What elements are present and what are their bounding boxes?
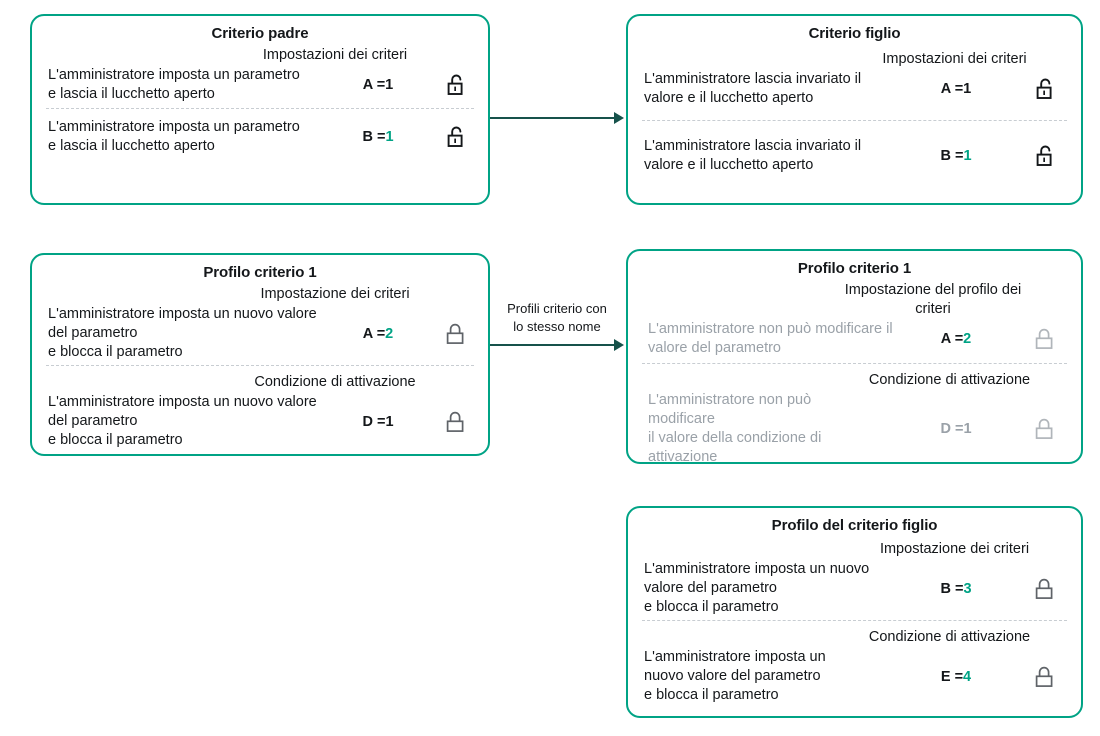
- box-rows: Impostazione dei criteri L'amministrator…: [628, 538, 1081, 705]
- section-label: Impostazioni dei criteri: [882, 51, 1027, 67]
- box-title: Criterio figlio: [808, 25, 901, 42]
- row-description: L'amministratore lascia invariato il val…: [644, 138, 862, 174]
- row-description: L'amministratore imposta un nuovo valore…: [644, 560, 870, 616]
- row-value-key: B =: [940, 148, 964, 165]
- row-value-number: 1: [385, 76, 394, 93]
- row-value: B =1: [901, 148, 1011, 164]
- row-description: L'amministratore imposta un parametro e …: [48, 66, 300, 102]
- row-value-number: 2: [963, 330, 972, 347]
- row-value: B =1: [330, 129, 426, 145]
- policy-row: Condizione di attivazione L'amministrato…: [32, 371, 488, 450]
- policy-row: Impostazioni dei criteri L'amministrator…: [32, 44, 488, 104]
- row-value: B =3: [901, 581, 1011, 597]
- connector-arrowhead: [614, 112, 624, 124]
- row-value-key: A =: [362, 325, 386, 342]
- box-title: Profilo criterio 1: [797, 260, 912, 277]
- section-label: Impostazione dei criteri: [879, 541, 1030, 557]
- section-label: Condizione di attivazione: [254, 374, 416, 391]
- connector-line: [490, 117, 616, 119]
- row-description: L'amministratore lascia invariato il val…: [644, 70, 862, 106]
- policy-row: L'amministratore lascia invariato il val…: [628, 137, 1081, 175]
- section-label: Impostazioni dei criteri: [262, 47, 408, 63]
- row-divider: [642, 362, 1067, 364]
- row-value-number: 4: [963, 668, 972, 685]
- row-value: A =1: [901, 81, 1011, 97]
- row-value-key: B =: [940, 580, 964, 597]
- row-value-number: 1: [385, 413, 394, 430]
- unlock-icon: [1011, 144, 1081, 168]
- connector-line: [490, 344, 616, 346]
- row-value: D =1: [330, 414, 426, 430]
- row-value-key: A =: [362, 76, 386, 93]
- policy-row: Condizione di attivazione L'amministrato…: [628, 369, 1081, 467]
- box-title: Profilo criterio 1: [203, 264, 317, 281]
- box-parent-policy: Criterio padre Impostazioni dei criteri …: [30, 14, 490, 205]
- row-description: L'amministratore non può modificare il v…: [648, 391, 822, 466]
- row-value-key: B =: [362, 129, 386, 146]
- section-label: Condizione di attivazione: [868, 629, 1031, 646]
- row-value-key: A =: [940, 330, 964, 347]
- box-rows: Impostazione dei criteri L'amministrator…: [32, 283, 488, 450]
- row-value: A =2: [901, 331, 1011, 347]
- row-description: L'amministratore imposta un nuovo valore…: [644, 649, 826, 704]
- row-value-number: 1: [963, 80, 972, 97]
- lock-icon: [1011, 327, 1081, 351]
- policy-row: L'amministratore imposta un parametro e …: [32, 109, 488, 156]
- row-value-key: D =: [362, 413, 386, 430]
- section-label: Impostazione dei criteri: [260, 286, 410, 302]
- connector-label: Profili criterio con lo stesso nome: [507, 301, 607, 334]
- lock-icon: [426, 410, 488, 434]
- unlock-icon: [1011, 77, 1081, 101]
- connector-parent-to-child: [490, 112, 630, 126]
- row-description: L'amministratore imposta un nuovo valore…: [48, 305, 317, 361]
- section-label: [182, 109, 488, 112]
- row-description: L'amministratore non può modificare il v…: [648, 320, 893, 356]
- row-divider: [46, 365, 474, 367]
- policy-row: Condizione di attivazione L'amministrato…: [628, 626, 1081, 705]
- policy-row: Impostazioni dei criteri L'amministrator…: [628, 48, 1081, 108]
- connector-profile-to-profile: [490, 339, 630, 353]
- section-label: Impostazione del profilo dei criteri: [844, 282, 1022, 317]
- lock-icon: [426, 322, 488, 346]
- row-value-key: E =: [940, 668, 964, 685]
- box-rows: Impostazioni dei criteri L'amministrator…: [32, 44, 488, 156]
- box-policy-profile-1-left: Profilo criterio 1 Impostazione dei crit…: [30, 253, 490, 456]
- row-value: D =1: [901, 421, 1011, 437]
- policy-row: Impostazione dei criteri L'amministrator…: [628, 538, 1081, 617]
- connector-arrowhead: [614, 339, 624, 351]
- box-rows: Impostazione del profilo dei criteri L'a…: [628, 279, 1081, 467]
- lock-icon: [1011, 577, 1081, 601]
- unlock-icon: [426, 125, 488, 149]
- row-description: L'amministratore imposta un nuovo valore…: [48, 394, 317, 449]
- row-divider: [642, 620, 1067, 622]
- lock-icon: [1011, 417, 1081, 441]
- row-value-key: D =: [940, 421, 964, 438]
- row-divider: [46, 108, 474, 110]
- section-label: Condizione di attivazione: [868, 371, 1031, 388]
- unlock-icon: [426, 73, 488, 97]
- box-policy-profile-1-right: Profilo criterio 1 Impostazione del prof…: [626, 249, 1083, 467]
- row-value: E =4: [901, 669, 1011, 685]
- row-value-number: 2: [385, 325, 394, 342]
- box-title: Criterio padre: [211, 25, 309, 42]
- row-value-number: 1: [963, 148, 972, 165]
- box-title: Profilo del criterio figlio: [771, 517, 938, 534]
- lock-icon: [1011, 665, 1081, 689]
- row-description: L'amministratore imposta un parametro e …: [48, 119, 300, 155]
- row-value-number: 1: [385, 129, 394, 146]
- row-value-number: 3: [963, 580, 972, 597]
- row-divider: [642, 120, 1067, 122]
- row-value: A =1: [330, 77, 426, 93]
- policy-row: Impostazione dei criteri L'amministrator…: [32, 283, 488, 362]
- row-value-number: 1: [963, 421, 972, 438]
- policy-row: Impostazione del profilo dei criteri L'a…: [628, 279, 1081, 358]
- row-value: A =2: [330, 326, 426, 342]
- box-rows: Impostazioni dei criteri L'amministrator…: [628, 48, 1081, 175]
- box-child-policy-profile: Profilo del criterio figlio Impostazione…: [626, 506, 1083, 718]
- box-child-policy: Criterio figlio Impostazioni dei criteri…: [626, 14, 1083, 205]
- row-value-key: A =: [940, 80, 964, 97]
